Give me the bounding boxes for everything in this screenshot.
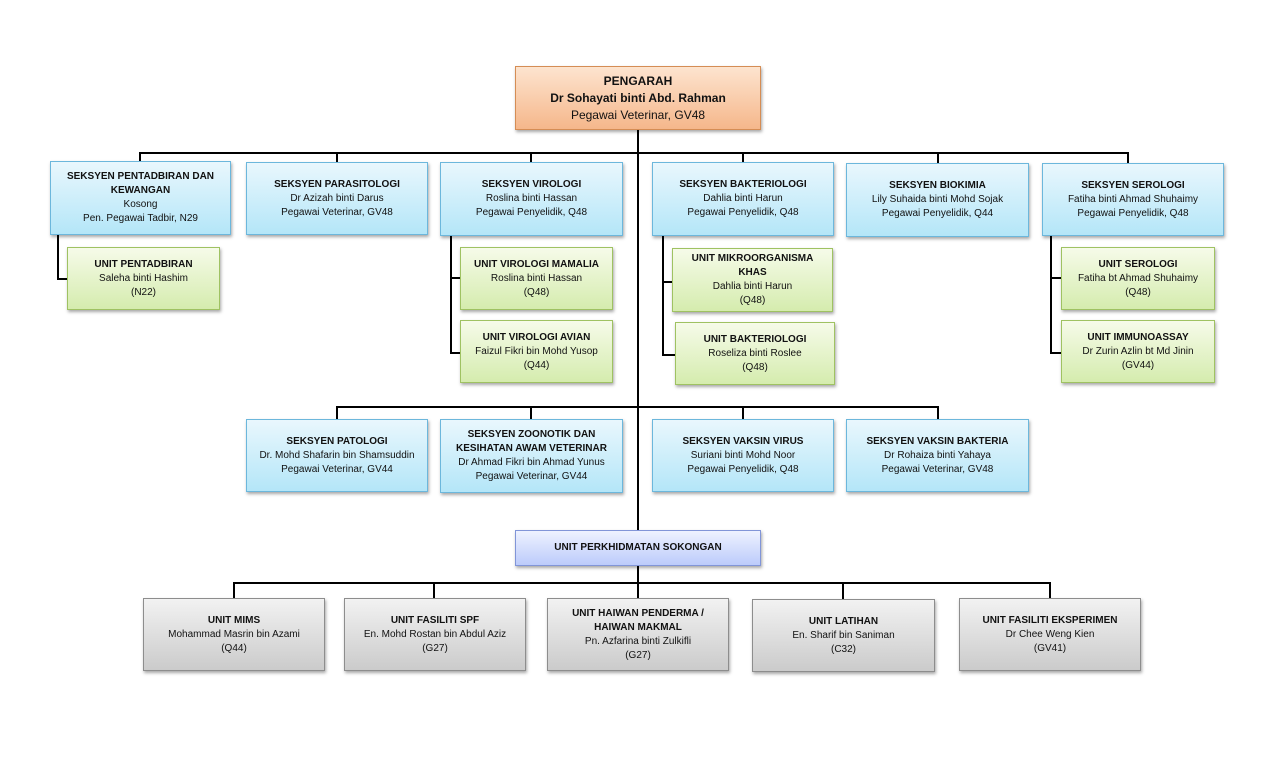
box-name: Mohammad Masrin bin Azami	[168, 628, 300, 640]
box-title: UNIT FASILITI SPF	[390, 614, 480, 626]
box-name: Dr Sohayati binti Abd. Rahman	[550, 90, 726, 105]
section-pentadbiran-kewangan: SEKSYEN PENTADBIRAN DAN KEWANGAN Kosong …	[50, 161, 231, 235]
unit-immunoassay: UNIT IMMUNOASSAY Dr Zurin Azlin bt Md Ji…	[1061, 320, 1215, 383]
box-name: Kosong	[123, 199, 158, 210]
box-position: Pegawai Penyelidik, Q48	[687, 463, 799, 475]
box-title: UNIT PERKHIDMATAN SOKONGAN	[554, 542, 722, 553]
box-name: Dr Azizah binti Darus	[290, 192, 384, 204]
section-zoonotik: SEKSYEN ZOONOTIK DAN KESIHATAN AWAM VETE…	[440, 419, 623, 493]
box-title: SEKSYEN PATOLOGI	[286, 435, 388, 447]
box-name: Dr Ahmad Fikri bin Ahmad Yunus	[458, 457, 605, 468]
box-position: (Q48)	[742, 361, 768, 373]
box-name: Roslina binti Hassan	[485, 193, 578, 204]
box-title: UNIT FASILITI EKSPERIMEN	[982, 614, 1118, 626]
box-title: UNIT MIMS	[207, 614, 261, 626]
section-serologi: SEKSYEN SEROLOGI Fatiha binti Ahmad Shuh…	[1042, 163, 1224, 236]
box-title: SEKSYEN VAKSIN VIRUS	[682, 435, 804, 447]
box-name: Fatiha binti Ahmad Shuhaimy	[1067, 193, 1199, 205]
box-name: Lily Suhaida binti Mohd Sojak	[871, 194, 1004, 205]
box-title: UNIT PENTADBIRAN	[94, 258, 193, 270]
unit-bakteriologi: UNIT BAKTERIOLOGI Roseliza binti Roslee …	[675, 322, 835, 385]
box-name: Saleha binti Hashim	[99, 272, 188, 284]
box-position: Pegawai Veterinar, GV48	[881, 463, 994, 475]
support-services-box: UNIT PERKHIDMATAN SOKONGAN	[515, 530, 761, 566]
box-position: (G27)	[422, 642, 448, 654]
box-title: SEKSYEN BIOKIMIA	[889, 180, 986, 191]
section-parasitologi: SEKSYEN PARASITOLOGI Dr Azizah binti Dar…	[246, 162, 428, 235]
box-position: Pegawai Penyelidik, Q44	[881, 208, 994, 219]
section-virologi: SEKSYEN VIROLOGI Roslina binti Hassan Pe…	[440, 162, 623, 236]
box-position: (Q48)	[1125, 286, 1151, 298]
box-title: SEKSYEN PARASITOLOGI	[274, 178, 400, 190]
box-name: Roseliza binti Roslee	[708, 347, 802, 359]
box-title: SEKSYEN PENTADBIRAN DAN KEWANGAN	[66, 171, 215, 196]
box-title: UNIT MIKROORGANISMA KHAS	[691, 253, 814, 278]
box-name: Dr. Mohd Shafarin bin Shamsuddin	[259, 449, 415, 461]
box-name: Pn. Azfarina binti Zulkifli	[584, 635, 692, 647]
box-title: UNIT SEROLOGI	[1098, 258, 1178, 270]
box-title: UNIT IMMUNOASSAY	[1087, 331, 1189, 343]
box-position: Pen. Pegawai Tadbir, N29	[83, 213, 198, 224]
box-position: (G27)	[625, 649, 651, 661]
box-position: Pegawai Veterinar, GV48	[570, 107, 706, 122]
section-vaksin-bakteria: SEKSYEN VAKSIN BAKTERIA Dr Rohaiza binti…	[846, 419, 1029, 492]
box-name: Dahlia binti Harun	[703, 193, 783, 204]
box-name: Dr Zurin Azlin bt Md Jinin	[1082, 345, 1194, 357]
box-title: UNIT VIROLOGI AVIAN	[482, 331, 591, 343]
box-name: Faizul Fikri bin Mohd Yusop	[475, 345, 598, 357]
box-name: Dr Chee Weng Kien	[1005, 628, 1095, 640]
box-title: UNIT HAIWAN PENDERMA / HAIWAN MAKMAL	[572, 607, 704, 633]
unit-latihan: UNIT LATIHAN En. Sharif bin Saniman (C32…	[752, 599, 935, 672]
box-position: (Q44)	[523, 359, 550, 371]
unit-mikroorganisma-khas: UNIT MIKROORGANISMA KHAS Dahlia binti Ha…	[672, 248, 833, 312]
unit-serologi: UNIT SEROLOGI Fatiha bt Ahmad Shuhaimy (…	[1061, 247, 1215, 310]
box-name: Dr Rohaiza binti Yahaya	[884, 449, 991, 461]
box-title: UNIT BAKTERIOLOGI	[703, 333, 807, 345]
unit-fasiliti-eksperimen: UNIT FASILITI EKSPERIMEN Dr Chee Weng Ki…	[959, 598, 1141, 671]
box-position: (N22)	[130, 286, 156, 298]
box-title: UNIT VIROLOGI MAMALIA	[474, 258, 599, 270]
box-name: Dahlia binti Harun	[712, 281, 793, 292]
box-title: SEKSYEN SEROLOGI	[1081, 179, 1185, 191]
box-position: Pegawai Penyelidik, Q48	[687, 207, 799, 218]
box-title: SEKSYEN ZOONOTIK DAN KESIHATAN AWAM VETE…	[456, 429, 607, 454]
box-position: Pegawai Penyelidik, Q48	[475, 207, 588, 218]
box-title: SEKSYEN VIROLOGI	[481, 179, 582, 190]
box-name: En. Mohd Rostan bin Abdul Aziz	[363, 628, 507, 640]
box-name: En. Sharif bin Saniman	[792, 629, 895, 641]
box-position: Pegawai Veterinar, GV44	[281, 463, 393, 475]
box-title: PENGARAH	[603, 73, 673, 88]
unit-haiwan-penderma: UNIT HAIWAN PENDERMA / HAIWAN MAKMAL Pn.…	[547, 598, 729, 671]
unit-virologi-avian: UNIT VIROLOGI AVIAN Faizul Fikri bin Moh…	[460, 320, 613, 383]
box-position: (Q48)	[523, 286, 550, 298]
unit-mims: UNIT MIMS Mohammad Masrin bin Azami (Q44…	[143, 598, 325, 671]
box-position: (Q44)	[221, 642, 247, 654]
section-bakteriologi: SEKSYEN BAKTERIOLOGI Dahlia binti Harun …	[652, 162, 834, 236]
box-position: (GV44)	[1121, 359, 1155, 371]
box-title: UNIT LATIHAN	[808, 615, 879, 627]
director-box: PENGARAH Dr Sohayati binti Abd. Rahman P…	[515, 66, 761, 130]
box-position: (GV41)	[1033, 642, 1067, 654]
section-biokimia: SEKSYEN BIOKIMIA Lily Suhaida binti Mohd…	[846, 163, 1029, 237]
box-name: Roslina binti Hassan	[490, 272, 583, 284]
box-position: (C32)	[830, 643, 856, 655]
box-position: Pegawai Penyelidik, Q48	[1077, 207, 1189, 219]
unit-pentadbiran: UNIT PENTADBIRAN Saleha binti Hashim (N2…	[67, 247, 220, 310]
box-name: Fatiha bt Ahmad Shuhaimy	[1077, 272, 1199, 284]
box-name: Suriani binti Mohd Noor	[690, 449, 796, 461]
section-vaksin-virus: SEKSYEN VAKSIN VIRUS Suriani binti Mohd …	[652, 419, 834, 492]
section-patologi: SEKSYEN PATOLOGI Dr. Mohd Shafarin bin S…	[246, 419, 428, 492]
unit-virologi-mamalia: UNIT VIROLOGI MAMALIA Roslina binti Hass…	[460, 247, 613, 310]
box-position: (Q48)	[739, 295, 766, 306]
box-position: Pegawai Veterinar, GV44	[475, 471, 588, 482]
box-position: Pegawai Veterinar, GV48	[281, 206, 393, 218]
box-title: SEKSYEN VAKSIN BAKTERIA	[866, 435, 1009, 447]
unit-fasiliti-spf: UNIT FASILITI SPF En. Mohd Rostan bin Ab…	[344, 598, 526, 671]
box-title: SEKSYEN BAKTERIOLOGI	[679, 179, 807, 190]
